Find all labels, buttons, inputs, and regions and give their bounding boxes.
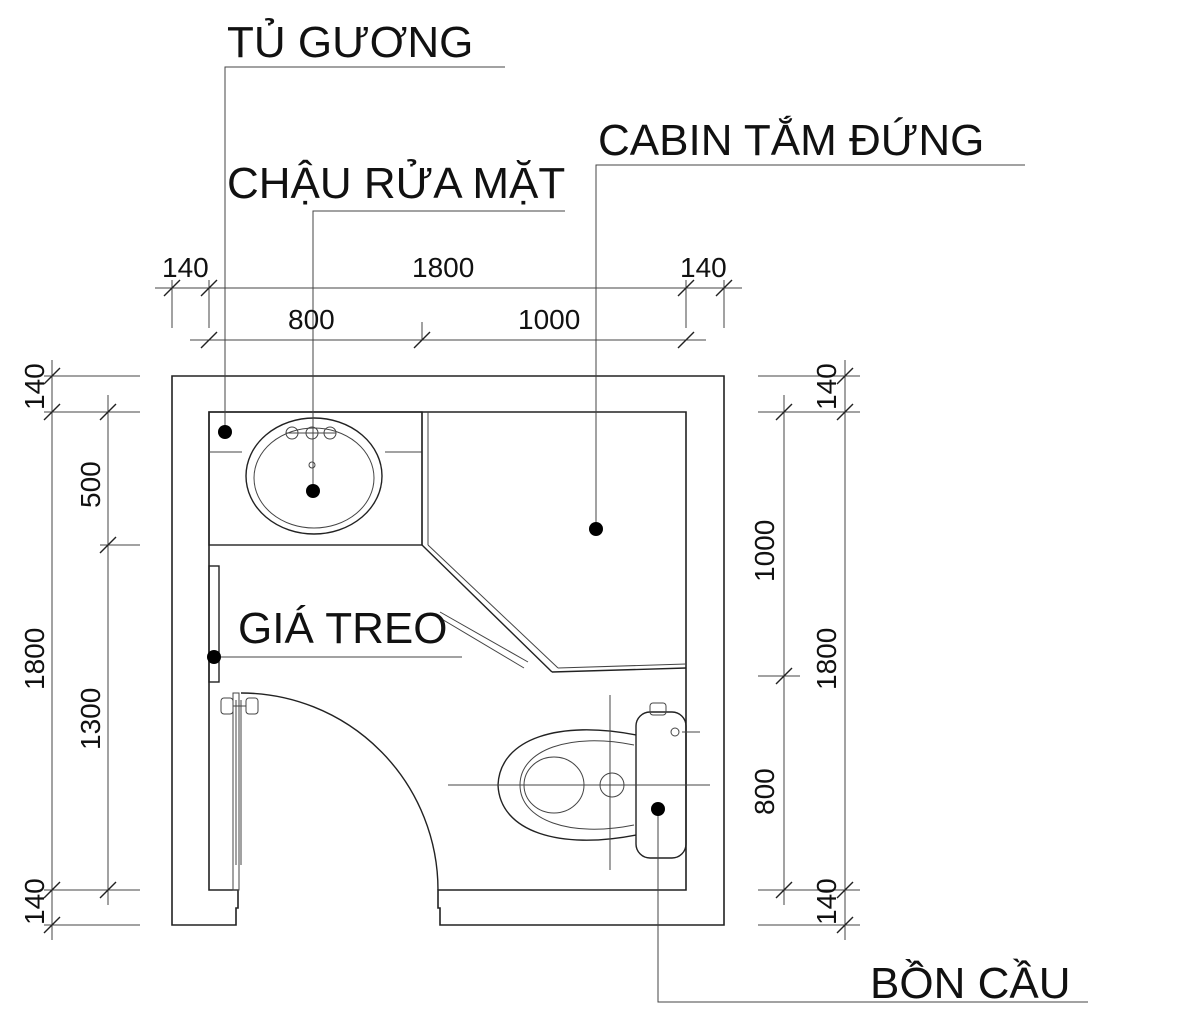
dim-left-500: 500 xyxy=(75,461,106,508)
dim-top-1800: 1800 xyxy=(412,252,474,283)
label-chau-rua-mat: CHẬU RỬA MẶT xyxy=(227,157,565,208)
dim-left-1800: 1800 xyxy=(19,628,50,690)
tu-guong-marker xyxy=(218,425,232,439)
chau-rua-mat-marker xyxy=(306,484,320,498)
label-bon-cau: BỒN CẦU xyxy=(870,958,1070,1008)
gia-treo-marker xyxy=(207,650,221,664)
outer-wall xyxy=(171,375,725,926)
walls xyxy=(171,375,725,926)
annotation-labels: TỦ GƯƠNG CHẬU RỬA MẶT CABIN TẮM ĐỨNG GIÁ… xyxy=(227,16,1070,1008)
toilet xyxy=(448,695,710,870)
door-swing-arc xyxy=(240,692,439,891)
dim-left-140-bottom: 140 xyxy=(19,878,50,925)
dim-right-1800: 1800 xyxy=(811,628,842,690)
dim-left-1300: 1300 xyxy=(75,688,106,750)
label-cabin-tam-dung: CABIN TẮM ĐỨNG xyxy=(598,115,984,165)
dim-right-140-bottom: 140 xyxy=(811,878,842,925)
dim-top-1000: 1000 xyxy=(518,304,580,335)
dim-right-1000: 1000 xyxy=(749,520,780,582)
vanity-cabinet xyxy=(208,411,423,546)
leaders xyxy=(207,66,1088,1003)
dim-right-140-top: 140 xyxy=(811,363,842,410)
dim-left-140-top: 140 xyxy=(19,363,50,410)
label-gia-treo: GIÁ TREO xyxy=(238,604,447,653)
bon-cau-marker xyxy=(651,802,665,816)
right-dimensions: 1000 800 140 1800 140 xyxy=(749,360,860,940)
towel-rack xyxy=(208,565,220,683)
dim-top-800: 800 xyxy=(288,304,335,335)
label-tu-guong: TỦ GƯƠNG xyxy=(227,16,473,67)
door xyxy=(220,692,439,891)
sink-basin xyxy=(245,417,383,535)
dim-right-800: 800 xyxy=(749,768,780,815)
shower-cabin xyxy=(421,412,687,673)
dim-top-140-right: 140 xyxy=(680,252,727,283)
dim-top-140-left: 140 xyxy=(162,252,209,283)
cabin-marker xyxy=(589,522,603,536)
top-dimensions: 140 1800 140 800 1000 xyxy=(155,252,742,349)
faucet-icon xyxy=(285,426,337,440)
vanity-counter xyxy=(208,411,423,546)
left-dimensions: 140 1800 140 500 1300 xyxy=(19,360,140,940)
